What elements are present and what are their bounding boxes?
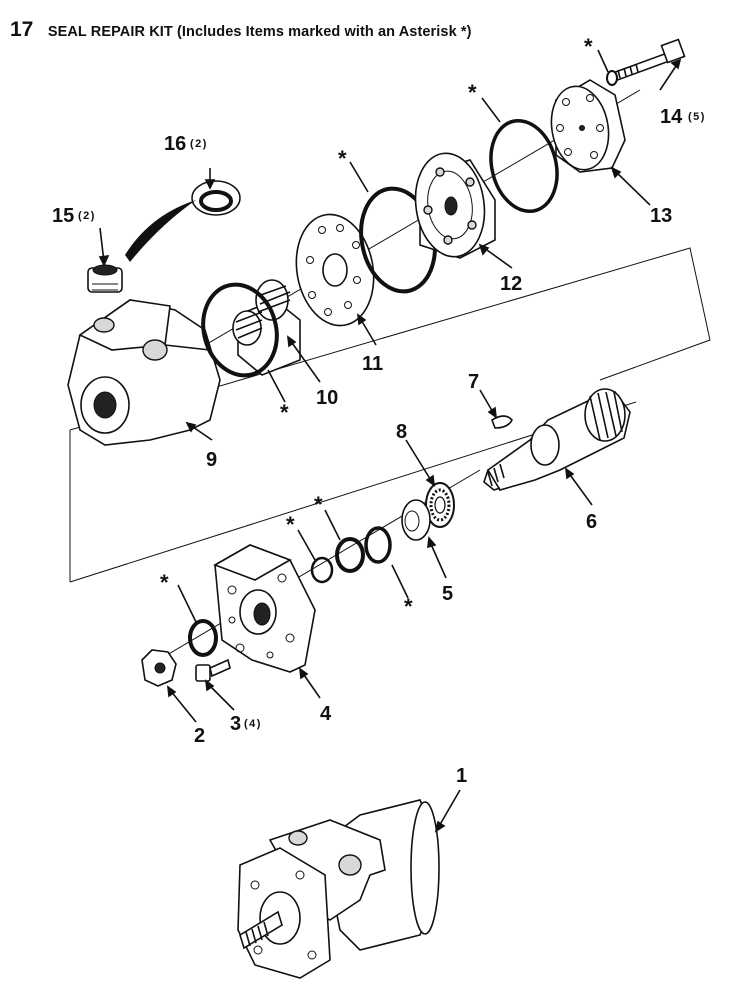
item-5-bushing: [401, 499, 431, 541]
item-1-motor-assembly: [237, 799, 440, 979]
callout-2: 2: [194, 725, 205, 747]
asterisk: *: [160, 570, 169, 595]
item-12-gerotor: [414, 152, 496, 259]
asterisk: *: [468, 80, 477, 105]
callout-3-qty: (4): [244, 718, 262, 730]
callout-8: 8: [396, 421, 407, 443]
callout-16-qty: (2): [190, 138, 208, 150]
callout-11: 11: [362, 353, 383, 375]
kit-title: 17 SEAL REPAIR KIT (Includes Items marke…: [10, 18, 472, 42]
o-ring-left: [201, 282, 279, 378]
callout-3: 3: [230, 713, 241, 735]
callout-15-qty: (2): [78, 210, 96, 222]
callout-9: 9: [206, 449, 217, 471]
shaft-seals: [310, 526, 392, 584]
item-2-nut: [141, 649, 177, 687]
callout-6: 6: [586, 511, 597, 533]
callout-labels: 14 (5) 13 12 16 (2) 15 (2) 11 10 9 7 8 6…: [52, 106, 706, 787]
kit-description: SEAL REPAIR KIT (Includes Items marked w…: [47, 24, 472, 40]
callout-12: 12: [500, 273, 522, 295]
item-10-gear-shaft: [232, 279, 301, 376]
kit-number: 17: [10, 18, 34, 41]
item-6-drive-shaft: [483, 388, 631, 491]
callout-10: 10: [316, 387, 338, 409]
item-8-bearing: [425, 482, 455, 528]
item-3-screw: [195, 658, 231, 682]
item-13-end-cap: [550, 79, 626, 173]
item-11-wear-plate: [295, 213, 375, 327]
item-15-plug: [87, 264, 123, 293]
flange-o-ring: [188, 619, 218, 657]
asterisk: *: [584, 34, 593, 59]
item-4-mounting-flange: [213, 544, 316, 673]
callout-7: 7: [468, 371, 479, 393]
asterisk: *: [314, 492, 323, 517]
item-14-bolt: [606, 38, 686, 86]
callout-1: 1: [456, 765, 467, 787]
item-7-key: [491, 415, 513, 429]
callout-14: 14: [660, 106, 683, 128]
callout-5: 5: [442, 583, 453, 605]
callout-16: 16: [164, 133, 186, 155]
asterisk: *: [286, 512, 295, 537]
leader-lines: [98, 49, 682, 833]
asterisk: *: [338, 146, 347, 171]
o-ring-right: [489, 118, 559, 214]
callout-14-qty: (5): [688, 111, 706, 123]
asterisk-markers: * * * * * * * *: [160, 34, 593, 619]
asterisk: *: [280, 400, 289, 425]
item-9-housing: [67, 299, 221, 446]
callout-13: 13: [650, 205, 672, 227]
callout-4: 4: [320, 703, 332, 725]
asterisk: *: [404, 594, 413, 619]
item-16-o-ring: [125, 180, 241, 262]
callout-15: 15: [52, 205, 74, 227]
